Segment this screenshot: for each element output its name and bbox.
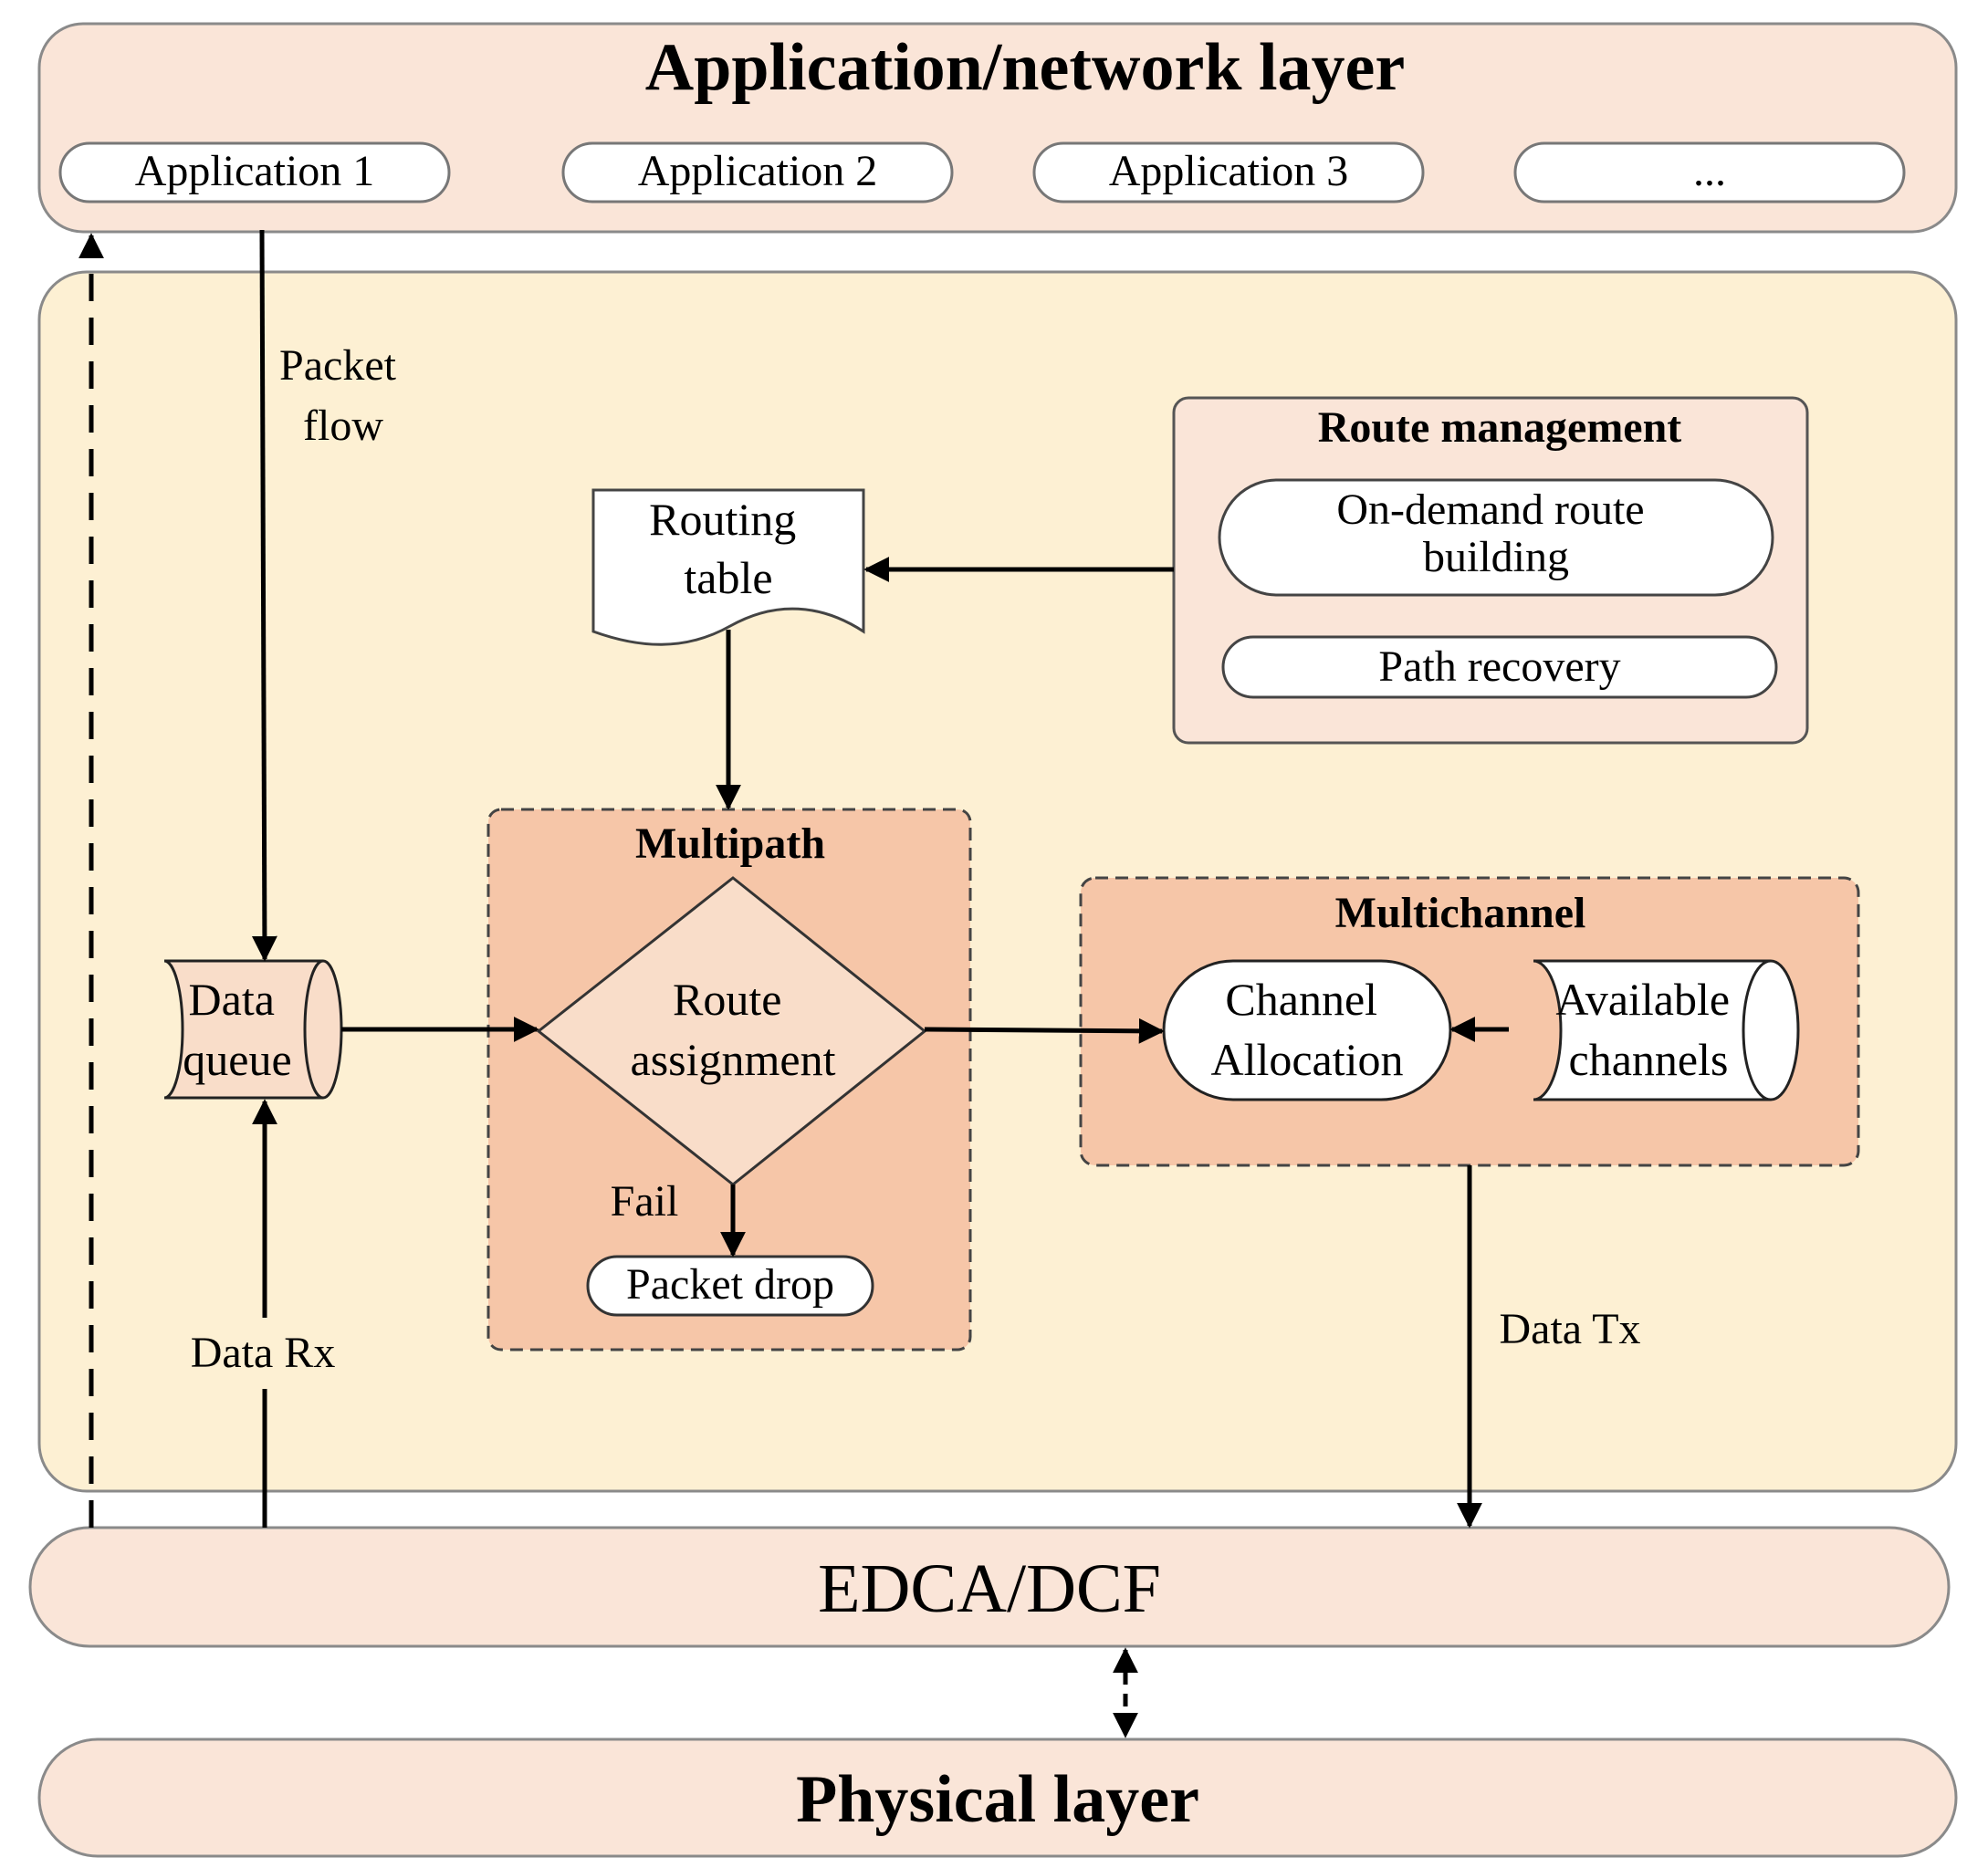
application-layer-title: Application/network layer <box>645 30 1405 105</box>
route-management-block: Route management On-demand route buildin… <box>1172 396 1809 745</box>
application-1-box <box>58 141 451 203</box>
on-demand-route-building-label: On-demand route building <box>1336 485 1655 581</box>
data-queue: Data queue <box>163 959 343 1100</box>
application-3-box <box>1032 141 1425 203</box>
route-to-channel-arrow <box>924 1017 1165 1044</box>
multichannel-block: Multichannel Channel Allocation Availabl… <box>1079 876 1860 1167</box>
data-rx-label: Data Rx <box>191 1329 336 1377</box>
physical-layer: Physical layer <box>37 1738 1958 1858</box>
data-queue-curve <box>303 959 324 1100</box>
multipath-title: Multipath <box>635 819 825 868</box>
route-management-title: Route management <box>1318 403 1682 452</box>
routing-table: Routing table <box>591 488 865 646</box>
application-more-box <box>1513 141 1906 203</box>
packet-flow-arrow <box>251 229 277 962</box>
route-assignment-label: Route assignment <box>631 974 836 1085</box>
channel-allocation-label: Channel Allocation <box>1210 974 1403 1085</box>
application-network-layer: Application/network layer Application 1 … <box>37 22 1958 234</box>
packet-drop-label: Packet drop <box>626 1260 834 1309</box>
application-2-label: Application 2 <box>638 147 878 195</box>
edca-dcf-label: EDCA/DCF <box>818 1550 1161 1627</box>
available-channels-curve <box>1742 959 1772 1101</box>
on-demand-route-building-box <box>1218 478 1774 597</box>
data-queue-label: Data queue <box>183 974 291 1085</box>
path-recovery-box <box>1221 635 1778 699</box>
application-3-label: Application 3 <box>1109 147 1349 195</box>
available-channels-store: Available channels <box>1533 959 1800 1101</box>
multichannel-title: Multichannel <box>1335 889 1586 937</box>
edca-dcf-layer: EDCA/DCF <box>28 1526 1951 1648</box>
application-more-label: ... <box>1693 147 1726 195</box>
connectors <box>78 229 1509 1738</box>
edca-dcf-box <box>28 1526 1951 1648</box>
application-2-box <box>561 141 954 203</box>
application-layer-box <box>37 22 1958 234</box>
path-recovery-label: Path recovery <box>1378 642 1620 691</box>
routing-table-label: Routing table <box>649 494 808 603</box>
fail-label: Fail <box>611 1177 679 1226</box>
multipath-block: Multipath Route assignment Fail Packet d… <box>487 808 972 1351</box>
routing-table-shape <box>591 488 865 646</box>
packet-flow-label: Packet flow <box>279 341 407 450</box>
physical-layer-box <box>37 1738 1958 1858</box>
available-channels-label: Available channels <box>1555 974 1741 1085</box>
data-tx-label: Data Tx <box>1499 1305 1640 1353</box>
physical-layer-label: Physical layer <box>796 1762 1199 1837</box>
application-1-label: Application 1 <box>135 147 375 195</box>
